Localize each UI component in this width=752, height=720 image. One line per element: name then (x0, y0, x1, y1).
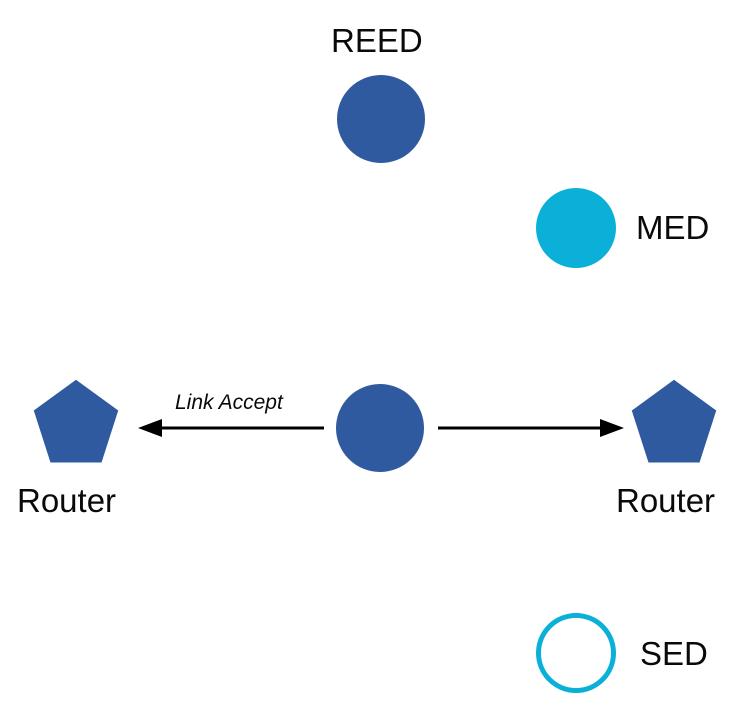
node-label-sed: SED (640, 635, 708, 672)
node-shape-med[interactable] (536, 188, 616, 268)
node-label-med: MED (636, 209, 710, 246)
node-shape-leader[interactable] (336, 384, 424, 472)
node-label-router-left: Router (17, 482, 117, 519)
node-shape-sed[interactable] (536, 613, 616, 693)
node-label-reed: REED (331, 22, 423, 59)
node-shape-reed[interactable] (337, 75, 425, 163)
edge-arrow-leader-to-router-left (138, 419, 324, 437)
edge-arrow-leader-to-router-right (438, 419, 624, 437)
node-shape-router-left[interactable] (31, 378, 121, 466)
node-shape-router-right[interactable] (629, 378, 719, 466)
edge-label-link-accept: Link Accept (175, 391, 283, 414)
node-label-router-right: Router (616, 482, 716, 519)
